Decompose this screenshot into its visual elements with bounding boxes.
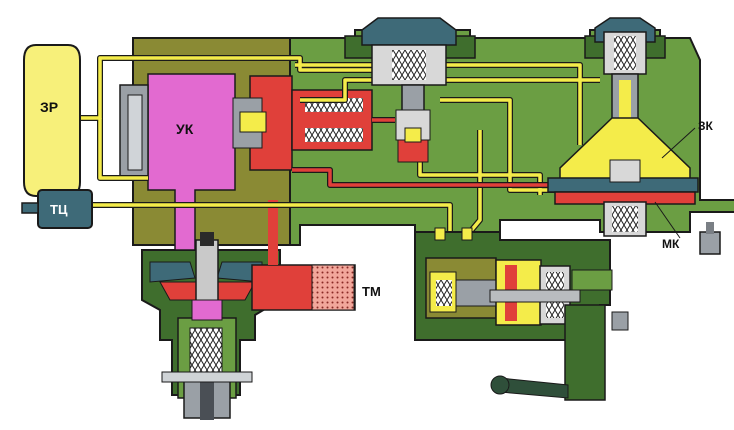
reservoir-zr — [23, 44, 81, 197]
lower-regulator — [414, 227, 629, 401]
label-zk: ЗК — [698, 119, 714, 133]
label-tc: ТЦ — [50, 202, 68, 217]
uk-chamber — [119, 73, 236, 251]
red-chamber — [232, 75, 373, 311]
label-uk: УК — [176, 121, 194, 137]
label-mk: МК — [662, 237, 680, 251]
right-valve-stack — [547, 17, 721, 255]
top-centre-valve — [361, 17, 457, 163]
cylinder-tc — [21, 189, 93, 229]
lower-valve-assembly — [141, 232, 281, 420]
label-zr: ЗР — [40, 99, 58, 115]
label-tm: ТМ — [362, 284, 381, 299]
